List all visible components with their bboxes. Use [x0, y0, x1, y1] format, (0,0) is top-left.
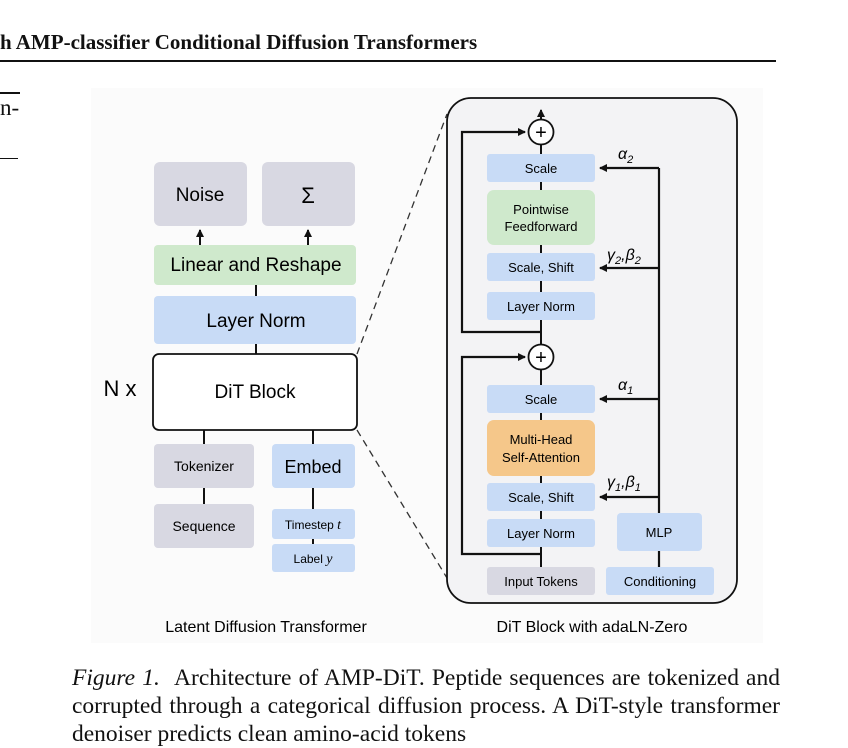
svg-text:Scale: Scale [525, 161, 558, 176]
scale-shift-box-top: Scale, Shift [487, 253, 595, 281]
svg-text:Scale, Shift: Scale, Shift [508, 490, 574, 505]
residual-add-top: + [527, 118, 555, 146]
header-rule [0, 60, 776, 62]
layer-norm-box-bottom: Layer Norm [487, 519, 595, 547]
left-column-rule-2 [0, 158, 18, 159]
linear-reshape-box: Linear and Reshape [154, 245, 356, 285]
zoom-line-bottom [356, 429, 448, 579]
conditioning-box: Conditioning [606, 567, 714, 595]
svg-text:Sequence: Sequence [172, 518, 235, 534]
embed-box: Embed [272, 444, 355, 488]
label-box: Label y [272, 544, 355, 572]
zoom-line-top [356, 113, 448, 355]
tokenizer-box: Tokenizer [154, 444, 254, 488]
sigma-box: Σ [262, 162, 355, 226]
svg-text:Pointwise: Pointwise [513, 202, 569, 217]
svg-text:Input Tokens: Input Tokens [504, 574, 578, 589]
figure-caption: Figure 1. Architecture of AMP-DiT. Pepti… [72, 664, 780, 748]
timestep-box: Timestep t [272, 509, 355, 539]
residual-add-bottom: + [527, 343, 555, 371]
alpha1-label: α1 [618, 377, 633, 397]
svg-text:Embed: Embed [284, 457, 341, 477]
svg-text:Self-Attention: Self-Attention [502, 450, 580, 465]
svg-text:Σ: Σ [301, 183, 315, 208]
scale-box-bottom: Scale [487, 385, 595, 413]
scale-shift-box-bottom: Scale, Shift [487, 483, 595, 511]
svg-text:Timestep t: Timestep t [285, 518, 342, 533]
skip-connection-bottom [460, 353, 541, 556]
skip-connection-top [460, 128, 541, 334]
scale-box-top: Scale [487, 154, 595, 182]
sequence-box: Sequence [154, 504, 254, 548]
layer-norm-box: Layer Norm [154, 296, 356, 344]
svg-text:Scale, Shift: Scale, Shift [508, 260, 574, 275]
svg-text:Conditioning: Conditioning [624, 574, 696, 589]
multi-head-attention-box: Multi-Head Self-Attention [487, 420, 595, 476]
pointwise-feedforward-box: Pointwise Feedforward [487, 190, 595, 245]
paper-header-title: h AMP-classifier Conditional Diffusion T… [0, 30, 478, 54]
left-column-rule [0, 92, 20, 94]
svg-text:DiT Block: DiT Block [215, 382, 296, 403]
repeat-label: N x [104, 376, 137, 401]
alpha2-label: α2 [618, 146, 633, 166]
svg-text:Multi-Head: Multi-Head [510, 432, 573, 447]
svg-text:+: + [535, 122, 547, 144]
svg-text:Feedforward: Feedforward [505, 219, 578, 234]
svg-text:Label y: Label y [294, 552, 334, 567]
right-panel-caption: DiT Block with adaLN-Zero [497, 619, 688, 636]
mlp-box: MLP [617, 513, 702, 551]
svg-text:Layer Norm: Layer Norm [507, 526, 575, 541]
svg-text:Linear and Reshape: Linear and Reshape [170, 255, 341, 276]
svg-text:Tokenizer: Tokenizer [174, 458, 234, 474]
left-panel-caption: Latent Diffusion Transformer [165, 619, 367, 636]
gamma2-beta2-label: γ2,β2 [607, 247, 641, 267]
svg-text:Scale: Scale [525, 392, 558, 407]
gamma1-beta1-label: γ1,β1 [607, 474, 641, 494]
svg-text:MLP: MLP [646, 525, 673, 540]
svg-text:Noise: Noise [176, 185, 225, 206]
figure-label: Figure 1. [72, 665, 160, 691]
input-tokens-box: Input Tokens [487, 567, 595, 595]
svg-text:Layer Norm: Layer Norm [206, 311, 305, 332]
layer-norm-box-top: Layer Norm [487, 292, 595, 320]
svg-text:Layer Norm: Layer Norm [507, 299, 575, 314]
svg-text:+: + [535, 347, 547, 369]
dit-block-box: DiT Block [152, 353, 358, 431]
noise-box: Noise [154, 162, 247, 226]
left-column-fragment: n- [0, 95, 20, 120]
